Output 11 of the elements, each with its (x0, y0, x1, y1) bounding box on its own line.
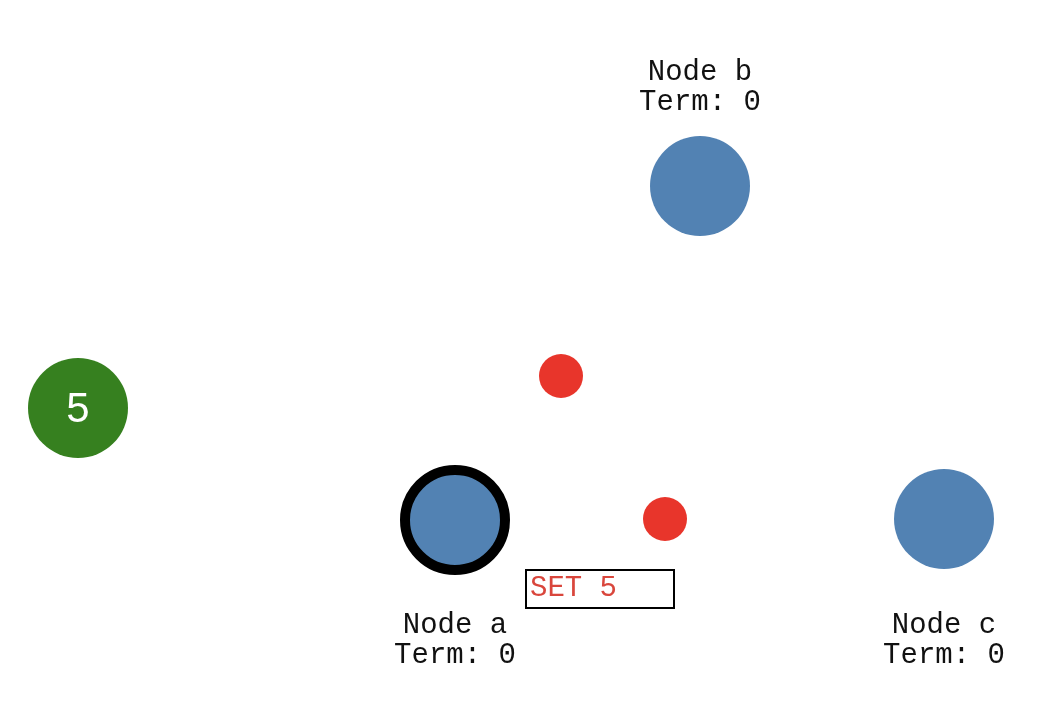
node-name: Node a (402, 611, 508, 641)
term-label: Term: 0 (639, 88, 761, 118)
node-name: Node c (891, 611, 997, 641)
log-entry-box (525, 569, 675, 609)
value-number: 5 (66, 386, 90, 430)
message-dot (539, 354, 583, 398)
term-label: Term: 0 (394, 641, 516, 671)
term-label: Term: 0 (883, 641, 1005, 671)
message-dot (643, 497, 687, 541)
log-entry-text: SET 5 (530, 574, 617, 604)
node-name: Node b (647, 58, 753, 88)
